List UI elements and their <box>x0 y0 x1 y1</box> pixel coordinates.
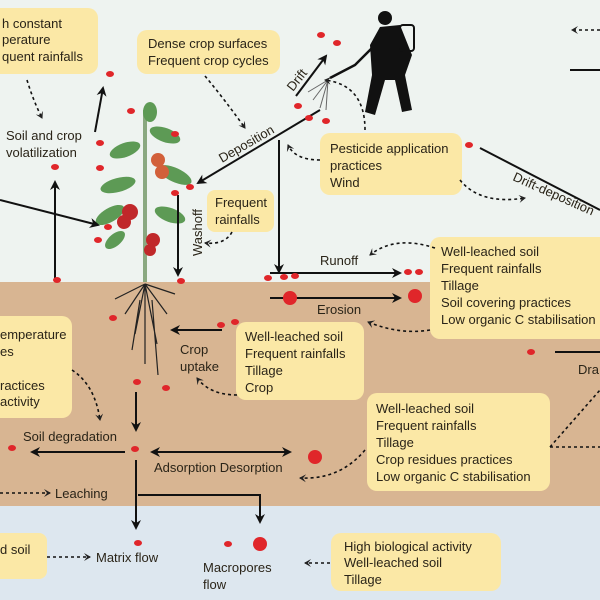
farmer-sprayer-icon <box>307 11 415 115</box>
box-line: Frequent rainfalls <box>376 418 477 433</box>
label-soil-degradation: Soil degradation <box>23 429 117 444</box>
label-adsorption-desorption: Adsorption Desorption <box>154 460 283 475</box>
label-matrix-flow: Matrix flow <box>96 550 159 565</box>
box-line: Frequent <box>215 195 267 210</box>
box-line: Well-leached soil <box>245 329 343 344</box>
box-line: Soil covering practices <box>441 295 572 310</box>
box-adsorption: Well-leached soil Frequent rainfalls Til… <box>367 393 550 491</box>
label-macropores-flow-1: Macropores <box>203 560 272 575</box>
box-climate-top: h constant perature quent rainfalls <box>0 8 98 74</box>
box-line: activity <box>0 394 40 409</box>
box-line: practices <box>330 158 383 173</box>
label-volatilization-1: Soil and crop <box>6 128 82 143</box>
pesticide-particles <box>8 32 535 551</box>
label-runoff: Runoff <box>320 253 358 268</box>
box-line: Frequent rainfalls <box>441 261 542 276</box>
label-drainage: Dra <box>578 362 600 377</box>
box-line: quent rainfalls <box>2 49 83 64</box>
box-line: Frequent rainfalls <box>245 346 346 361</box>
influence-arrows <box>0 26 600 567</box>
box-crop-surface: Dense crop surfaces Frequent crop cycles <box>137 30 280 74</box>
label-volatilization-2: volatilization <box>6 145 77 160</box>
box-line: h constant <box>2 16 62 31</box>
box-line: High biological activity <box>344 539 472 554</box>
box-line: Wind <box>330 175 360 190</box>
box-runoff-erosion: Well-leached soil Frequent rainfalls Til… <box>430 237 600 339</box>
box-line: Tillage <box>376 435 414 450</box>
box-line: Well-leached soil <box>344 555 442 570</box>
box-macropores: High biological activity Well-leached so… <box>331 533 501 591</box>
box-line: Tillage <box>344 572 382 587</box>
box-uptake: Well-leached soil Frequent rainfalls Til… <box>236 322 364 400</box>
box-line: emperature <box>0 327 66 342</box>
box-line: Dense crop surfaces <box>148 36 268 51</box>
box-line: Low organic C stabilisation <box>441 312 596 327</box>
box-line: ractices <box>0 378 45 393</box>
label-crop-uptake-1: Crop <box>180 342 208 357</box>
label-macropores-flow-2: flow <box>203 577 227 592</box>
box-washoff-rain: Frequent rainfalls <box>207 190 274 232</box>
box-line: Frequent crop cycles <box>148 53 269 68</box>
box-line: Well-leached soil <box>441 244 539 259</box>
box-line: Tillage <box>441 278 479 293</box>
box-line: Pesticide application <box>330 141 449 156</box>
label-leaching: Leaching <box>55 486 108 501</box>
label-erosion: Erosion <box>317 302 361 317</box>
box-line: Low organic C stabilisation <box>376 469 531 484</box>
box-line: Crop <box>245 380 273 395</box>
label-crop-uptake-2: uptake <box>180 359 219 374</box>
box-line: d soil <box>0 542 30 557</box>
box-line: perature <box>2 32 50 47</box>
box-line: Well-leached soil <box>376 401 474 416</box>
box-application: Pesticide application practices Wind <box>320 133 462 195</box>
box-line: Crop residues practices <box>376 452 513 467</box>
label-washoff: Washoff <box>190 209 205 256</box>
box-line: Tillage <box>245 363 283 378</box>
box-line: es <box>0 344 14 359</box>
groundwater-layer <box>0 506 600 600</box>
box-line: rainfalls <box>215 212 260 227</box>
box-matrix: d soil <box>0 533 47 579</box>
box-degradation: emperature es ractices activity <box>0 316 72 418</box>
